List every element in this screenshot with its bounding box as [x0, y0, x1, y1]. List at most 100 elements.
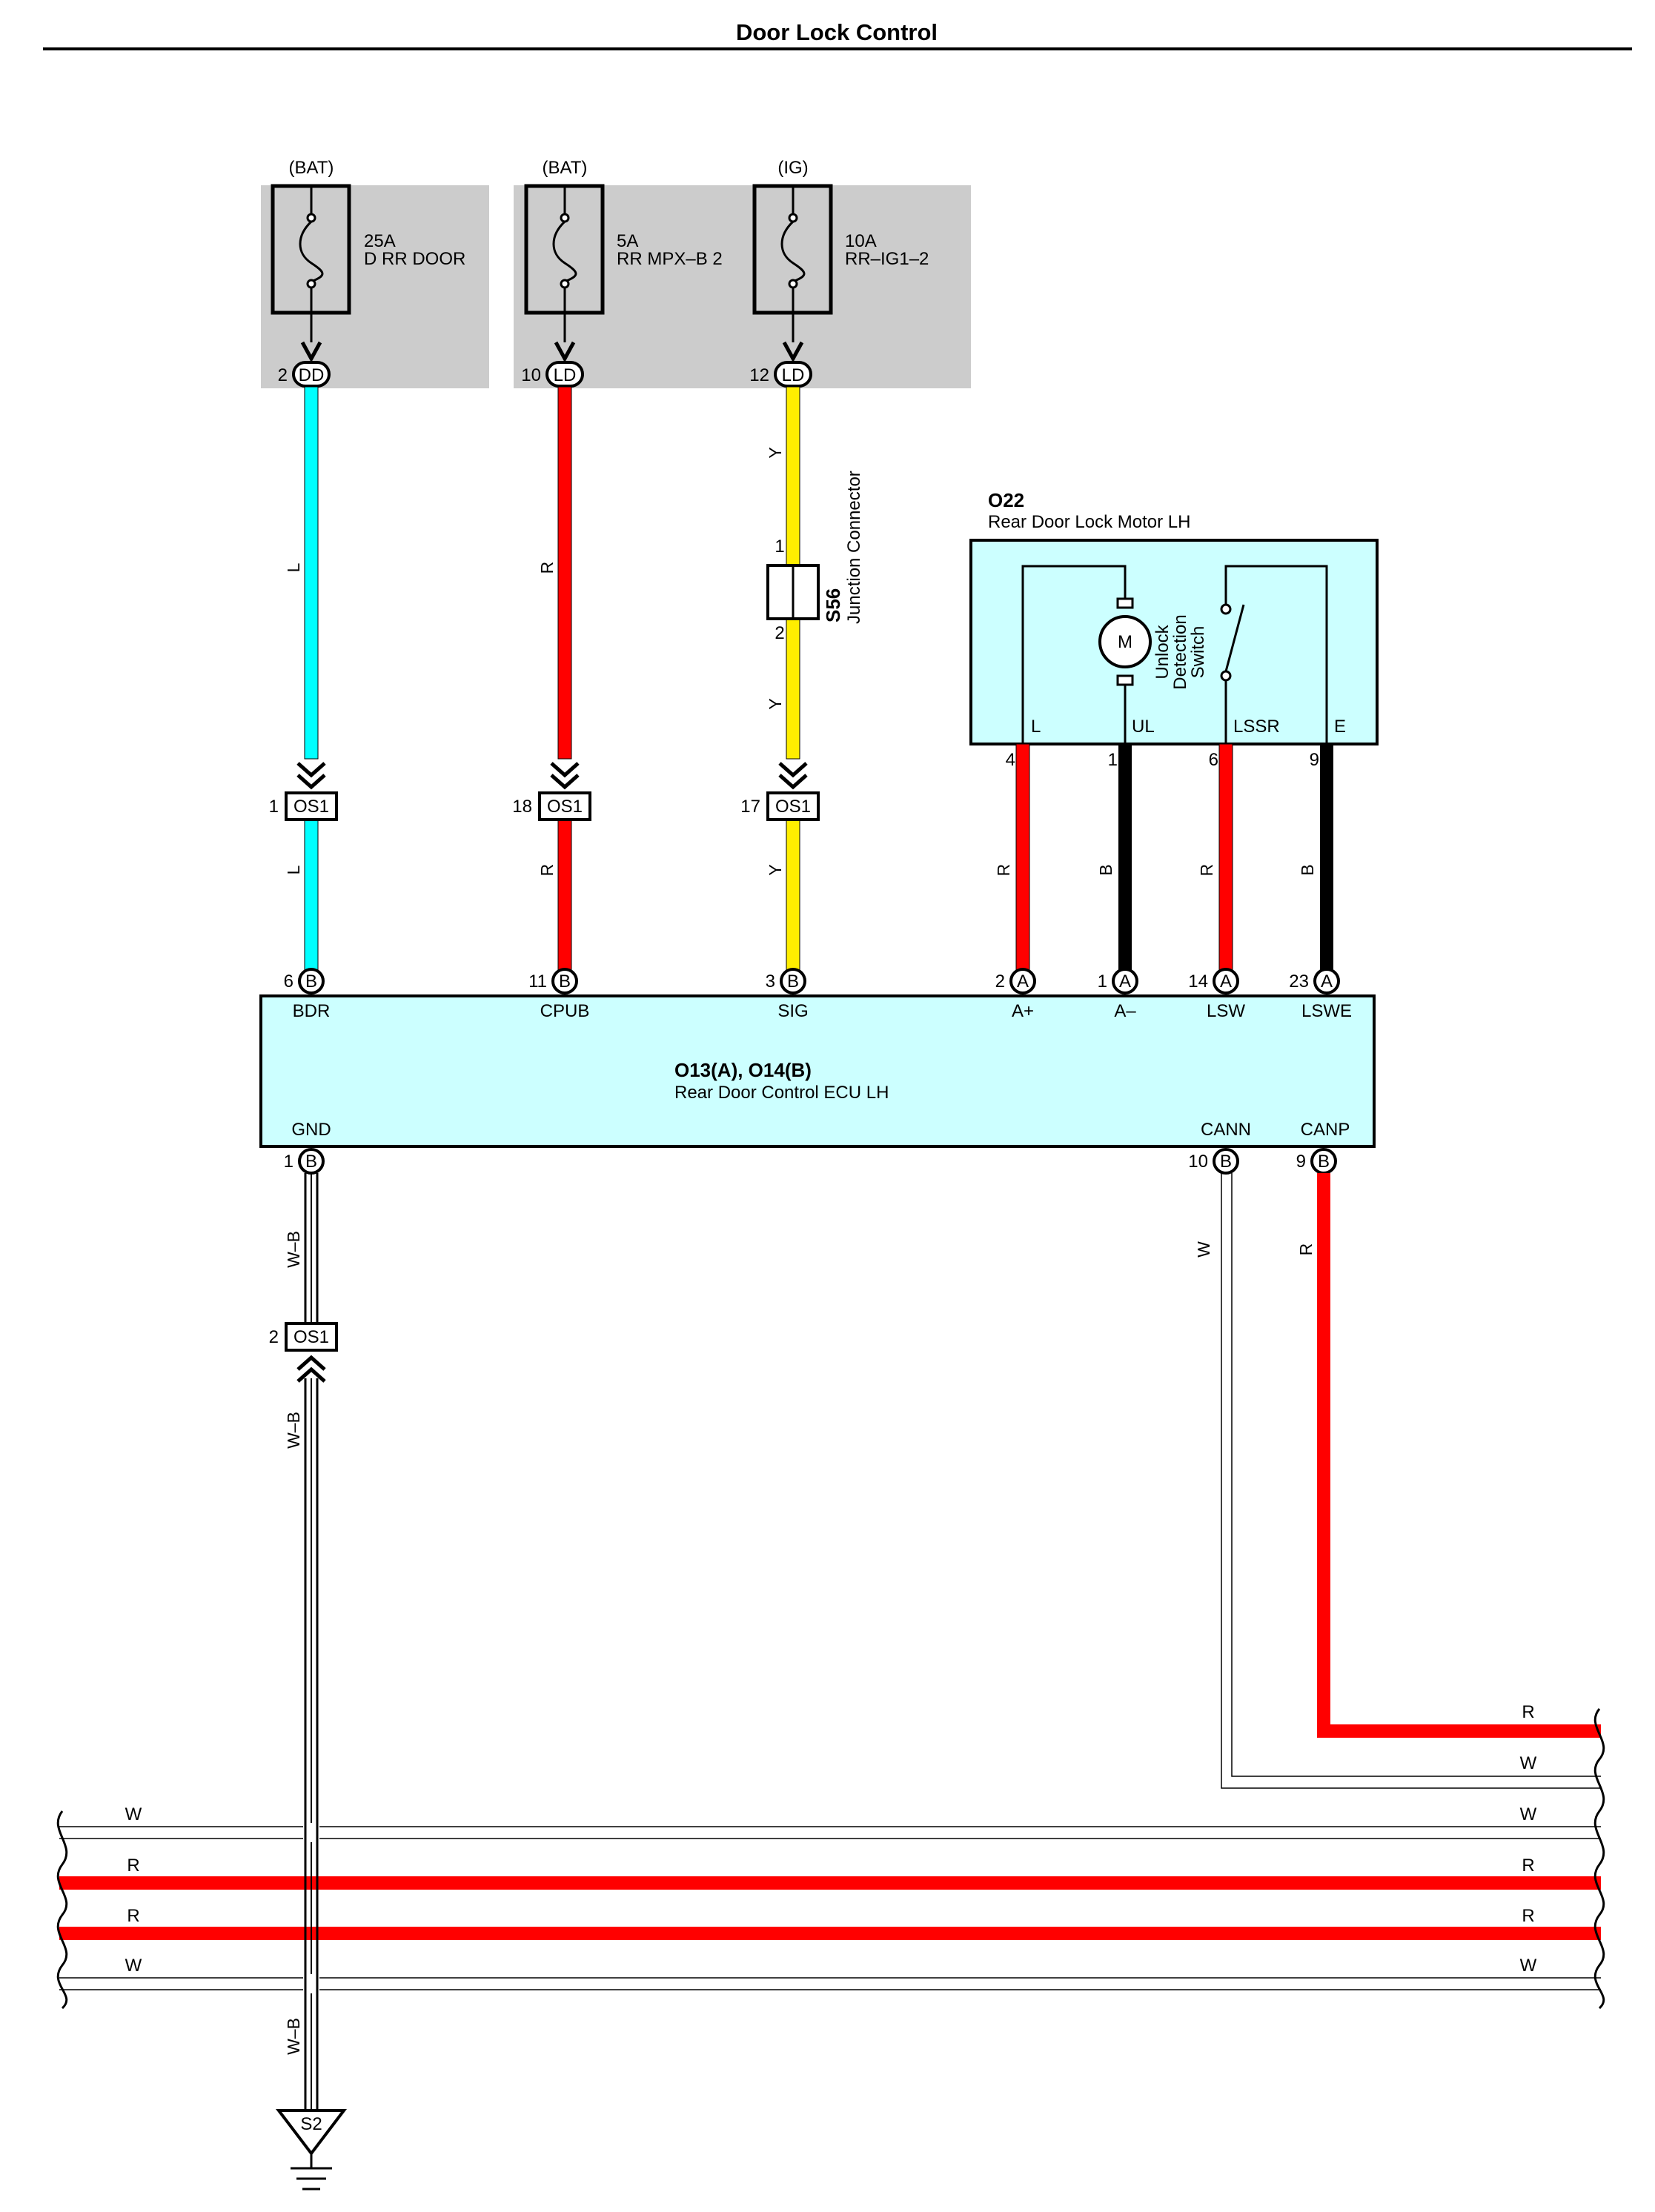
junction-id: S56	[822, 588, 844, 622]
motor-terminal-lssr: LSSR	[1233, 717, 1280, 737]
wire-canp	[1317, 1173, 1601, 1738]
break-mark-left-icon	[56, 1810, 68, 2010]
connector-arrow-icon	[300, 341, 322, 363]
motor-pin-ul: 1	[1108, 750, 1118, 770]
os1-pin-gnd: 2	[269, 1327, 279, 1347]
wire-sig-lower	[786, 819, 800, 978]
fuse-icon	[552, 220, 577, 283]
switch-label-line3: Switch	[1188, 626, 1208, 679]
rear-door-control-ecu: O13(A), O14(B) Rear Door Control ECU LH	[259, 994, 1376, 1148]
wire-code-sig-upper: Y	[766, 447, 785, 458]
double-chevron-up-icon	[296, 1355, 326, 1383]
terminal-pin: 10	[1188, 1152, 1208, 1172]
ecu-terminal-lswe: A 23 LSWE	[1289, 968, 1352, 1021]
terminal-pin: 3	[766, 972, 775, 992]
fuse-box-background-left	[261, 185, 489, 388]
ecu-terminal-canp: CANP B 9	[1296, 1120, 1350, 1175]
terminal-connector: A	[1321, 972, 1333, 992]
terminal-label: A–	[1114, 1001, 1136, 1021]
fuse-3-source: (IG)	[777, 158, 808, 178]
terminal-pin: 1	[284, 1152, 293, 1172]
terminal-connector: A	[1220, 972, 1232, 992]
wire-code-bdr-lower: L	[284, 865, 303, 874]
terminal-pin: 11	[528, 972, 547, 992]
page-title: Door Lock Control	[736, 19, 938, 45]
terminal-pin: 2	[995, 972, 1005, 992]
terminal-label: SIG	[777, 1001, 808, 1021]
wire-code-cpub-upper: R	[537, 562, 557, 574]
connector-arrow-icon	[782, 341, 804, 363]
ecu-terminal-bdr: B 6 BDR	[284, 968, 331, 1021]
terminal-label: CANP	[1301, 1120, 1350, 1140]
os1-label: OS1	[293, 1327, 329, 1347]
os1-gnd-connector	[285, 1322, 338, 1352]
os1-label: OS1	[293, 797, 329, 817]
terminal-label: BDR	[293, 1001, 331, 1021]
bus-label-r1-right: R	[1522, 1856, 1534, 1876]
switch-label-line2: Detection	[1170, 614, 1190, 689]
bus-line-r-2	[59, 1927, 1601, 1940]
break-mark-right-icon	[1593, 1708, 1605, 2010]
wire-a-minus	[1118, 744, 1132, 978]
fuse-3-connector: LD	[782, 365, 805, 385]
bus-label-cann-right: W	[1520, 1753, 1537, 1773]
fuse-box-background-right	[514, 185, 971, 388]
terminal-label: LSWE	[1301, 1001, 1352, 1021]
motor-pin-lssr: 6	[1209, 750, 1218, 770]
os1-pin-sig: 17	[740, 797, 760, 817]
wire-lswe	[1320, 744, 1333, 978]
wire-sig-upper	[786, 386, 800, 565]
bus-label-w2-left: W	[125, 1956, 142, 1976]
fuse-2-name: RR MPX–B 2	[617, 249, 723, 269]
terminal-label: CANN	[1201, 1120, 1251, 1140]
fuse-3-amp: 10A	[845, 231, 877, 251]
motor-terminal-e: E	[1334, 717, 1346, 737]
terminal-connector: B	[305, 1152, 317, 1172]
junction-connector-s56: 1 2 S56 Junction Connector	[766, 471, 864, 643]
os1-connector-sig: OS1 17	[740, 762, 820, 821]
switch-icon	[1224, 604, 1245, 672]
os1-label: OS1	[547, 797, 583, 817]
fuse-1-amp: 25A	[364, 231, 396, 251]
bus-label-w1-right: W	[1520, 1804, 1537, 1824]
wire-code-canp: R	[1296, 1243, 1316, 1256]
terminal-connector: B	[787, 972, 799, 992]
wire-cann-edge-b	[1231, 1173, 1601, 1777]
wire-cpub-upper	[557, 386, 572, 760]
double-chevron-down-icon	[296, 762, 326, 790]
wire-code-lswe: B	[1298, 864, 1317, 875]
ecu-name: Rear Door Control ECU LH	[674, 1083, 889, 1103]
wire-lsw	[1218, 743, 1233, 979]
wire-sig-middle	[786, 619, 800, 760]
terminal-connector: A	[1017, 972, 1029, 992]
wire-code-lsw: R	[1197, 864, 1216, 877]
wire-bdr-lower	[304, 819, 319, 978]
wire-a-plus	[1015, 743, 1030, 979]
os1-connector-cpub: OS1 18	[512, 762, 591, 821]
junction-pin-out: 2	[775, 623, 784, 643]
bus-label-w1-left: W	[125, 1804, 142, 1824]
os1-pin-cpub: 18	[512, 797, 532, 817]
terminal-pin: 1	[1098, 972, 1107, 992]
os1-pin-bdr: 1	[269, 797, 279, 817]
fuse-d-rr-door: (BAT) 25A D RR DOOR DD 2	[271, 158, 465, 388]
ecu-terminal-lsw: A 14 LSW	[1188, 968, 1245, 1021]
wire-code-gnd-1: W–B	[284, 1231, 303, 1268]
bus-label-w2-right: W	[1520, 1956, 1537, 1976]
bus-label-r1-left: R	[127, 1856, 139, 1876]
terminal-label: GND	[291, 1120, 331, 1140]
ecu-id: O13(A), O14(B)	[674, 1059, 812, 1081]
bus-label-r2-left: R	[127, 1906, 139, 1926]
ecu-terminal-a-plus: A 2 A+	[995, 968, 1036, 1021]
wire-code-gnd-3: W–B	[284, 2018, 303, 2055]
os1-connector-bdr: OS1 1	[269, 762, 338, 821]
terminal-pin: 6	[284, 972, 293, 992]
ecu-terminal-sig: B 3 SIG	[766, 968, 809, 1021]
wire-code-cann: W	[1194, 1241, 1213, 1258]
ground-id: S2	[300, 2114, 322, 2134]
connector-arrow-icon	[554, 341, 576, 363]
fuse-rr-ig1-2: (IG) 10A RR–IG1–2 LD 12	[749, 158, 929, 388]
terminal-pin: 23	[1289, 972, 1309, 992]
fuse-icon	[780, 220, 806, 283]
